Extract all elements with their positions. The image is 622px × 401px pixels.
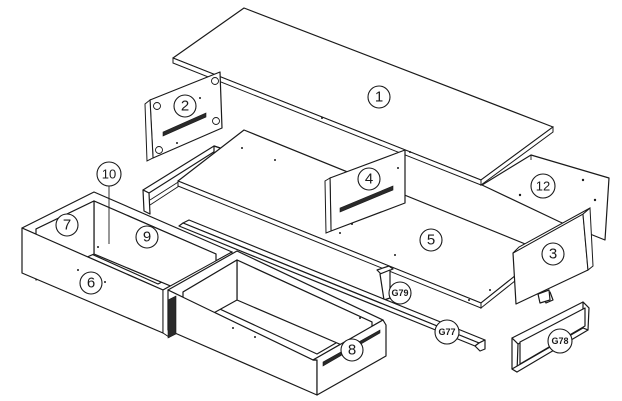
callout-5: 5 (419, 228, 443, 252)
callout-5-label: 5 (427, 232, 435, 249)
tag-g79-label: G79 (391, 288, 408, 298)
callout-12: 12 (530, 173, 556, 199)
tag-g77: G77 (434, 319, 460, 345)
callout-6-label: 6 (87, 275, 95, 292)
panel-4-divider (324, 149, 406, 234)
tag-g79: G79 (388, 281, 412, 305)
callout-12-label: 12 (536, 179, 550, 194)
callout-4: 4 (357, 167, 381, 191)
callout-8: 8 (340, 338, 364, 362)
callout-8-label: 8 (348, 342, 356, 359)
callout-3-label: 3 (549, 246, 557, 263)
callout-7-label: 7 (63, 217, 71, 234)
callout-2-label: 2 (181, 98, 189, 115)
callout-3: 3 (541, 242, 565, 266)
callout-1-label: 1 (375, 89, 383, 106)
callout-9: 9 (135, 225, 159, 249)
tag-g77-label: G77 (438, 327, 455, 337)
tag-g78: G78 (547, 328, 573, 354)
callout-4-label: 4 (365, 171, 373, 188)
tag-g78-label: G78 (551, 336, 568, 346)
callout-6: 6 (79, 271, 103, 295)
drawer-right (167, 250, 387, 396)
callout-9-label: 9 (143, 229, 151, 246)
frame-g78 (511, 291, 590, 373)
callout-10-label: 10 (102, 167, 116, 182)
callout-7: 7 (55, 213, 79, 237)
rail-g77 (178, 219, 486, 352)
callout-10: 10 (96, 161, 122, 244)
drawer-left (21, 191, 233, 338)
callout-1: 1 (367, 85, 391, 109)
frame-post (537, 289, 551, 304)
callout-2: 2 (173, 94, 197, 118)
